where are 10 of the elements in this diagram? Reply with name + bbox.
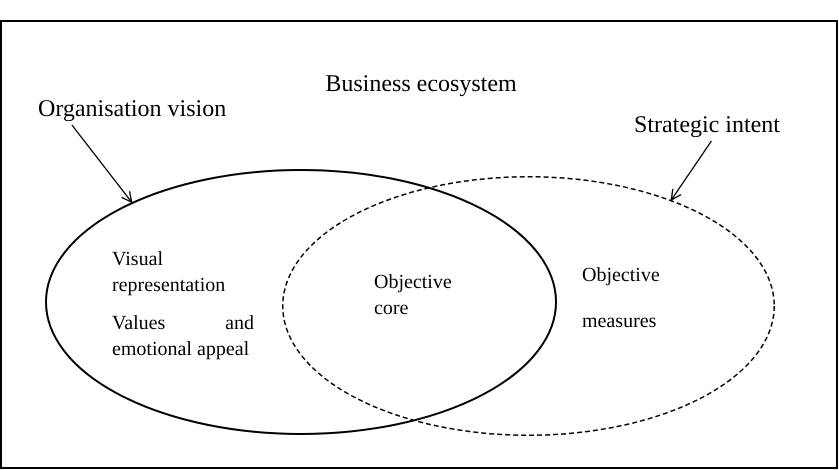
ellipse-text: Objective measures (582, 263, 661, 334)
callout-label: Strategic intent (634, 112, 780, 139)
ellipse-text: Visual representation (112, 247, 226, 298)
boundary-box (0, 20, 838, 469)
ellipse-text: Values and emotional appeal (112, 311, 254, 362)
frame-title: Business ecosystem (324, 71, 518, 98)
overlap-text: Objective core (374, 270, 453, 321)
callout-label: Organisation vision (38, 96, 226, 123)
leader-arrow (71, 124, 132, 203)
leader-arrow (670, 140, 712, 201)
